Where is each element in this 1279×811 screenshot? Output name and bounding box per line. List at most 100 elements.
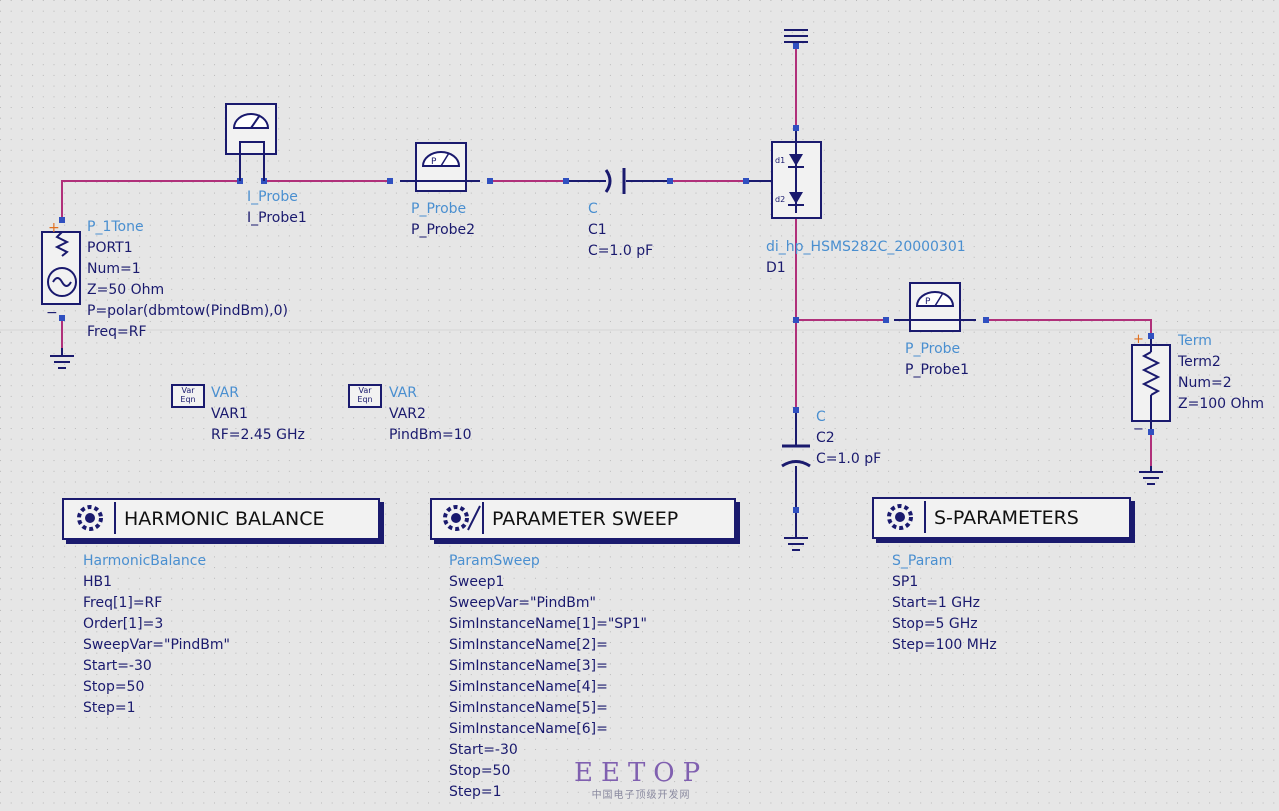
sp-param: Stop=5 GHz: [892, 616, 978, 632]
var-eqn-line1: Var: [181, 386, 195, 395]
pprobe1-type: P_Probe: [905, 341, 961, 357]
hb-param: Order[1]=3: [83, 616, 164, 632]
var1-label[interactable]: VAR VAR1 RF=2.45 GHz: [211, 383, 305, 446]
hb-param: Freq[1]=RF: [83, 595, 163, 611]
watermark: EETOP 中国电子顶级开发网: [574, 758, 708, 801]
ground-c2: [784, 530, 808, 551]
sweep-title: PARAMETER SWEEP: [492, 508, 679, 530]
hb-param: Stop=50: [83, 679, 145, 695]
harmonic-balance-controller[interactable]: HARMONIC BALANCE: [62, 498, 380, 540]
pprobe1-name: P_Probe1: [905, 362, 970, 378]
diode-label[interactable]: di_hp_HSMS282C_20000301 D1: [766, 237, 966, 279]
sp-title: S-PARAMETERS: [934, 507, 1079, 529]
pprobe2-type: P_Probe: [411, 201, 467, 217]
hb-params[interactable]: HarmonicBalance HB1 Freq[1]=RF Order[1]=…: [83, 551, 230, 719]
var2-value: PindBm=10: [389, 427, 472, 443]
s-parameters-controller[interactable]: S-PARAMETERS: [872, 497, 1131, 539]
svg-text:P: P: [431, 157, 437, 167]
c1-label[interactable]: C C1 C=1.0 pF: [588, 199, 653, 262]
port-label[interactable]: P_1Tone PORT1 Num=1 Z=50 Ohm P=polar(dbm…: [87, 217, 288, 343]
var1-name: VAR1: [211, 406, 248, 422]
pprobe1-label[interactable]: P_Probe P_Probe1: [905, 339, 969, 381]
watermark-subtitle: 中国电子顶级开发网: [591, 790, 691, 801]
current-probe-symbol[interactable]: [225, 103, 277, 181]
c1-value: C=1.0 pF: [588, 243, 654, 259]
var1-icon[interactable]: Var Eqn: [171, 384, 205, 408]
watermark-logo: EETOP: [574, 758, 709, 788]
var2-name: VAR2: [389, 406, 426, 422]
sweep-param: SimInstanceName[6]=: [449, 721, 608, 737]
c2-name: C2: [816, 430, 835, 446]
sweep-param: Start=-30: [449, 742, 518, 758]
sp-param: Step=100 MHz: [892, 637, 997, 653]
port-type: P_1Tone: [87, 219, 144, 235]
wire-port-to-iprobe[interactable]: [61, 180, 240, 220]
power-probe2-symbol[interactable]: P: [400, 142, 480, 192]
wires: [61, 44, 1152, 468]
simulation-gear-icon: [66, 502, 116, 534]
ground-top: [784, 29, 808, 43]
pprobe2-label[interactable]: P_Probe P_Probe2: [411, 199, 475, 241]
var-eqn-line2: Eqn: [357, 395, 373, 404]
iprobe-name: I_Probe1: [247, 210, 307, 226]
port-name: PORT1: [87, 240, 133, 256]
sweep-param: SimInstanceName[5]=: [449, 700, 608, 716]
sweep-name: Sweep1: [449, 574, 505, 590]
c2-label[interactable]: C C2 C=1.0 pF: [816, 407, 881, 470]
diode-pin1-label: d1: [775, 156, 785, 165]
sweep-param: SimInstanceName[3]=: [449, 658, 608, 674]
svg-text:−: −: [1133, 422, 1144, 437]
sweep-param: SimInstanceName[4]=: [449, 679, 608, 695]
ground-port: [50, 348, 74, 369]
capacitor-c2-symbol[interactable]: [781, 444, 811, 468]
port-param: Freq=RF: [87, 324, 147, 340]
var1-value: RF=2.45 GHz: [211, 427, 305, 443]
ground-term: [1139, 466, 1163, 485]
iprobe-label[interactable]: I_Probe I_Probe1: [247, 187, 307, 229]
sp-param: Start=1 GHz: [892, 595, 981, 611]
term-type: Term: [1178, 333, 1212, 349]
capacitor-c1-symbol[interactable]: [604, 168, 626, 194]
hb-name: HB1: [83, 574, 113, 590]
var2-label[interactable]: VAR VAR2 PindBm=10: [389, 383, 472, 446]
var-eqn-line1: Var: [358, 386, 372, 395]
sp-params[interactable]: S_Param SP1 Start=1 GHz Stop=5 GHz Step=…: [892, 551, 997, 656]
hb-param: Start=-30: [83, 658, 152, 674]
port-source-symbol[interactable]: + −: [41, 220, 81, 321]
pprobe2-name: P_Probe2: [411, 222, 476, 238]
var2-icon[interactable]: Var Eqn: [348, 384, 382, 408]
diode-type: di_hp_HSMS282C_20000301: [766, 239, 966, 255]
svg-text:−: −: [46, 305, 58, 321]
c1-name: C1: [588, 222, 607, 238]
termination-symbol[interactable]: + −: [1131, 332, 1171, 437]
sweep-params[interactable]: ParamSweep Sweep1 SweepVar="PindBm" SimI…: [449, 551, 647, 803]
term-param: Z=100 Ohm: [1178, 396, 1265, 412]
power-probe1-symbol[interactable]: P: [894, 282, 976, 332]
sweep-gear-icon: [434, 502, 484, 534]
sp-name: SP1: [892, 574, 919, 590]
term-label[interactable]: Term Term2 Num=2 Z=100 Ohm: [1178, 331, 1264, 415]
diode-name: D1: [766, 260, 786, 276]
ground-symbols: [50, 29, 1163, 551]
wire-pprobe1-to-term[interactable]: [986, 319, 1152, 336]
var-eqn-line2: Eqn: [180, 395, 196, 404]
c2-value: C=1.0 pF: [816, 451, 882, 467]
port-param: P=polar(dbmtow(PindBm),0): [87, 303, 288, 319]
symbol-leads: [566, 180, 797, 530]
c2-type: C: [816, 409, 826, 425]
parameter-sweep-controller[interactable]: PARAMETER SWEEP: [430, 498, 736, 540]
hb-title: HARMONIC BALANCE: [124, 508, 325, 530]
hb-param: SweepVar="PindBm": [83, 637, 230, 653]
var2-type: VAR: [389, 385, 417, 401]
var1-type: VAR: [211, 385, 239, 401]
term-name: Term2: [1178, 354, 1221, 370]
sweep-param: SweepVar="PindBm": [449, 595, 596, 611]
sweep-param: SimInstanceName[2]=: [449, 637, 608, 653]
sweep-type: ParamSweep: [449, 553, 540, 569]
sweep-param: Stop=50: [449, 763, 511, 779]
svg-text:P: P: [925, 297, 931, 307]
diode-symbol[interactable]: d1 d2: [771, 131, 822, 219]
